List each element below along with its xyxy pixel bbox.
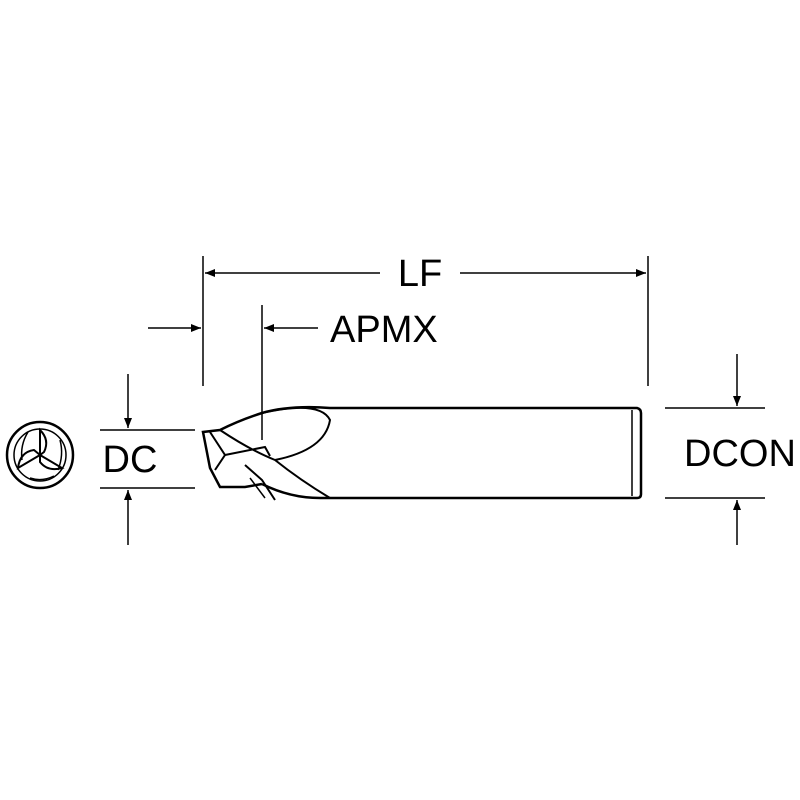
end-view <box>5 420 75 490</box>
dc-label: DC <box>103 439 158 481</box>
apmx-dimension: APMX <box>148 305 438 440</box>
end-view-flute-edge-2 <box>57 439 63 471</box>
tip-edge-1 <box>209 431 227 471</box>
dcon-label: DCON <box>684 433 796 475</box>
end-view-flute-edge-1 <box>20 431 29 461</box>
lf-dimension: LF <box>202 253 649 386</box>
flute-curve-lower <box>219 429 331 499</box>
flute-curve-upper <box>261 406 332 461</box>
dc-dimension: DC <box>100 374 195 545</box>
apmx-label: APMX <box>330 309 438 351</box>
cutting-head-outline <box>201 411 263 489</box>
end-view-outer-circle <box>5 420 75 490</box>
tool-shank-outline <box>261 405 643 500</box>
lf-label: LF <box>398 253 442 295</box>
tip-edge-2 <box>224 445 271 457</box>
dcon-dimension: DCON <box>665 354 796 545</box>
tip-edge-4 <box>249 477 266 499</box>
end-view-flute-edge-3 <box>29 475 55 481</box>
end-view-flute-1 <box>39 427 48 457</box>
tip-edge-3 <box>244 464 276 501</box>
end-view-flute-2 <box>39 453 65 471</box>
tool-side-view <box>201 405 643 501</box>
end-view-flute-3 <box>16 448 42 470</box>
